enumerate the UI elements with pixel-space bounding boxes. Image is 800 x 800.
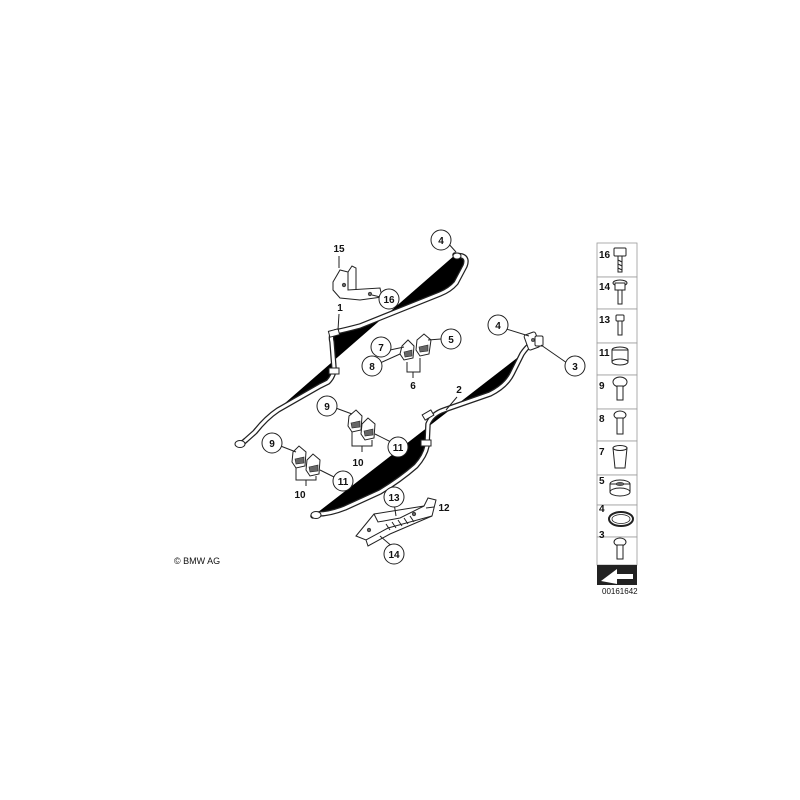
callout-9-lower: 9 (261, 432, 283, 454)
arrow-symbol-icon (597, 565, 637, 585)
legend-13: 13 (599, 315, 611, 326)
clip-group-10-lower (277, 444, 337, 486)
callout-10-upper: 10 (352, 458, 364, 469)
legend-9: 9 (599, 381, 605, 392)
legend-8: 8 (599, 414, 605, 425)
callout-13: 13 (383, 486, 405, 508)
callout-11-upper: 11 (387, 436, 409, 458)
svg-text:8: 8 (369, 362, 375, 373)
pipe-fittings (234, 252, 462, 519)
bolt-16-icon (613, 247, 627, 273)
svg-text:3: 3 (572, 362, 578, 373)
callout-5: 5 (440, 328, 462, 350)
sleeve-7-icon (612, 445, 628, 469)
pipe-1 (238, 255, 466, 444)
part-code-text: 00161642 (602, 587, 638, 596)
callout-7: 7 (370, 336, 392, 358)
svg-text:9: 9 (269, 439, 275, 450)
callout-11-lower: 11 (332, 470, 354, 492)
parts-legend: 16 14 13 11 9 8 7 5 4 3 (596, 242, 638, 585)
callout-1: 1 (337, 303, 343, 314)
o-ring-4-icon (608, 511, 634, 527)
svg-text:14: 14 (388, 550, 400, 561)
clip-group-6 (379, 333, 442, 378)
legend-5: 5 (599, 476, 605, 487)
callout-4-top: 4 (430, 229, 452, 251)
sleeve-11-icon (611, 346, 629, 366)
legend-7: 7 (599, 447, 605, 458)
callout-14: 14 (383, 543, 405, 565)
svg-text:13: 13 (388, 493, 400, 504)
callout-12: 12 (438, 503, 450, 514)
bracket-12 (355, 497, 437, 547)
legend-3: 3 (599, 530, 605, 541)
svg-text:4: 4 (495, 321, 501, 332)
screw-3-icon (613, 537, 627, 560)
clip-group-10-upper (332, 406, 394, 452)
svg-text:11: 11 (393, 443, 404, 454)
callout-6: 6 (410, 381, 416, 392)
connector-3-4 (523, 331, 544, 351)
svg-text:7: 7 (378, 343, 384, 354)
callout-3: 3 (564, 355, 586, 377)
screw-13-icon (615, 314, 625, 336)
callout-4-right: 4 (487, 314, 509, 336)
svg-text:11: 11 (338, 477, 349, 488)
svg-text:5: 5 (448, 335, 454, 346)
bracket-15 (332, 265, 383, 301)
callout-10-lower: 10 (294, 490, 306, 501)
bolt-9-icon (612, 376, 628, 401)
legend-4: 4 (599, 504, 605, 515)
svg-text:9: 9 (324, 402, 330, 413)
callout-15: 15 (333, 244, 345, 255)
svg-text:4: 4 (438, 236, 444, 247)
legend-14: 14 (599, 282, 611, 293)
screw-14-icon (612, 279, 628, 305)
copyright-text: © BMW AG (174, 556, 220, 566)
callout-9-upper: 9 (316, 395, 338, 417)
grommet-5-icon (609, 479, 631, 497)
callout-8: 8 (361, 355, 383, 377)
callout-2: 2 (456, 385, 462, 396)
legend-16: 16 (599, 250, 611, 261)
svg-text:16: 16 (383, 295, 395, 306)
callouts: 15 16 4 1 8 7 5 6 4 (261, 229, 586, 565)
legend-11: 11 (599, 348, 610, 359)
callout-16: 16 (378, 288, 400, 310)
rivet-8-icon (613, 410, 627, 435)
